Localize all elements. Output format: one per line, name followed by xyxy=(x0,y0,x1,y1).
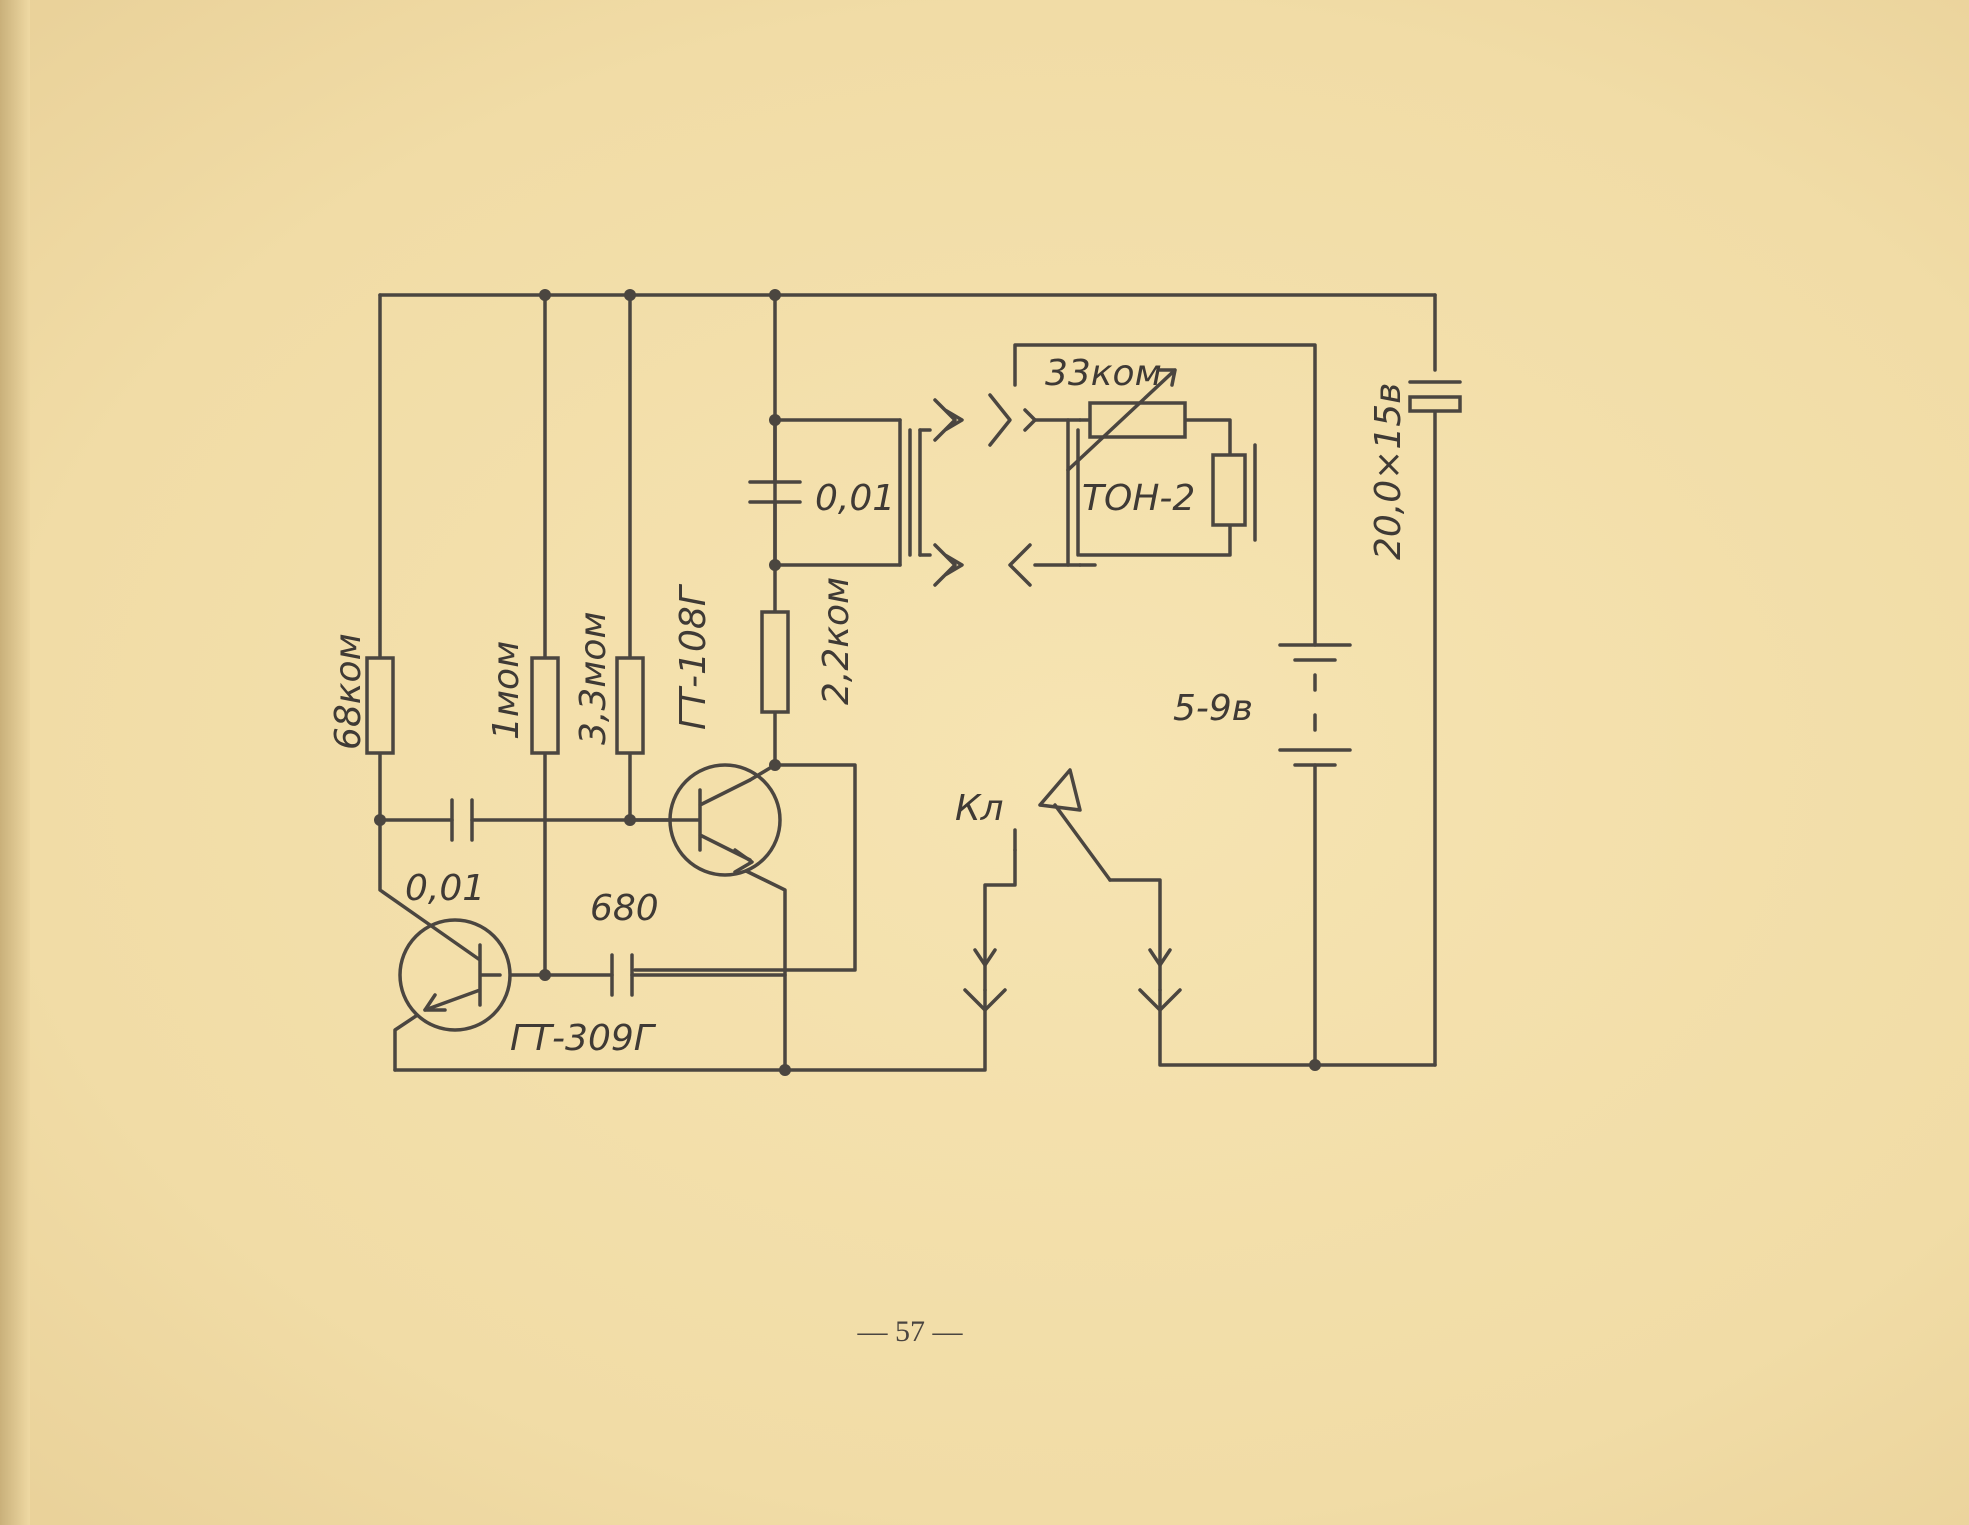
label-20uf: 20,0×15в xyxy=(1368,383,1409,560)
label-2-2k: 2,2ком xyxy=(816,577,857,705)
resistor-68k xyxy=(365,656,395,755)
label-33k: 33ком xyxy=(1045,353,1162,394)
label-68k: 68ком xyxy=(328,633,369,750)
resistor-1m xyxy=(530,656,560,755)
capacitor-20uf xyxy=(1408,380,1462,413)
headphones-ton2 xyxy=(1211,443,1257,542)
resistor-2-2k xyxy=(760,610,790,714)
label-c-0-01-left: 0,01 xyxy=(405,868,485,909)
label-key: Кл xyxy=(955,788,1004,829)
transistor-gt309 xyxy=(398,918,512,1032)
label-ton2: ТОН-2 xyxy=(1082,478,1195,519)
wires xyxy=(378,293,1437,1072)
label-battery: 5-9в xyxy=(1173,688,1253,729)
label-gt309: ГТ-309Г xyxy=(510,1018,657,1059)
capacitor-680 xyxy=(610,953,634,997)
label-3-3m: 3,3мом xyxy=(573,611,614,745)
label-gt108: ГТ-108Г xyxy=(673,583,714,730)
battery xyxy=(1278,643,1352,767)
page-number: — 57 — xyxy=(857,1315,963,1348)
resistor-33k-variable xyxy=(1066,368,1187,472)
capacitor-0-01-tank xyxy=(748,418,802,567)
telegraph-key xyxy=(963,768,1182,1012)
transformer-jacks xyxy=(933,393,1037,587)
book-spine-shadow xyxy=(0,0,30,1525)
capacitor-0-01-coupling xyxy=(450,798,474,842)
label-1m: 1мом xyxy=(486,641,527,740)
transformer xyxy=(898,418,1080,567)
resistor-3-3m xyxy=(615,656,645,755)
transistor-gt108 xyxy=(628,763,782,877)
label-c-680: 680 xyxy=(590,888,659,929)
label-c-0-01-tank: 0,01 xyxy=(815,478,895,519)
